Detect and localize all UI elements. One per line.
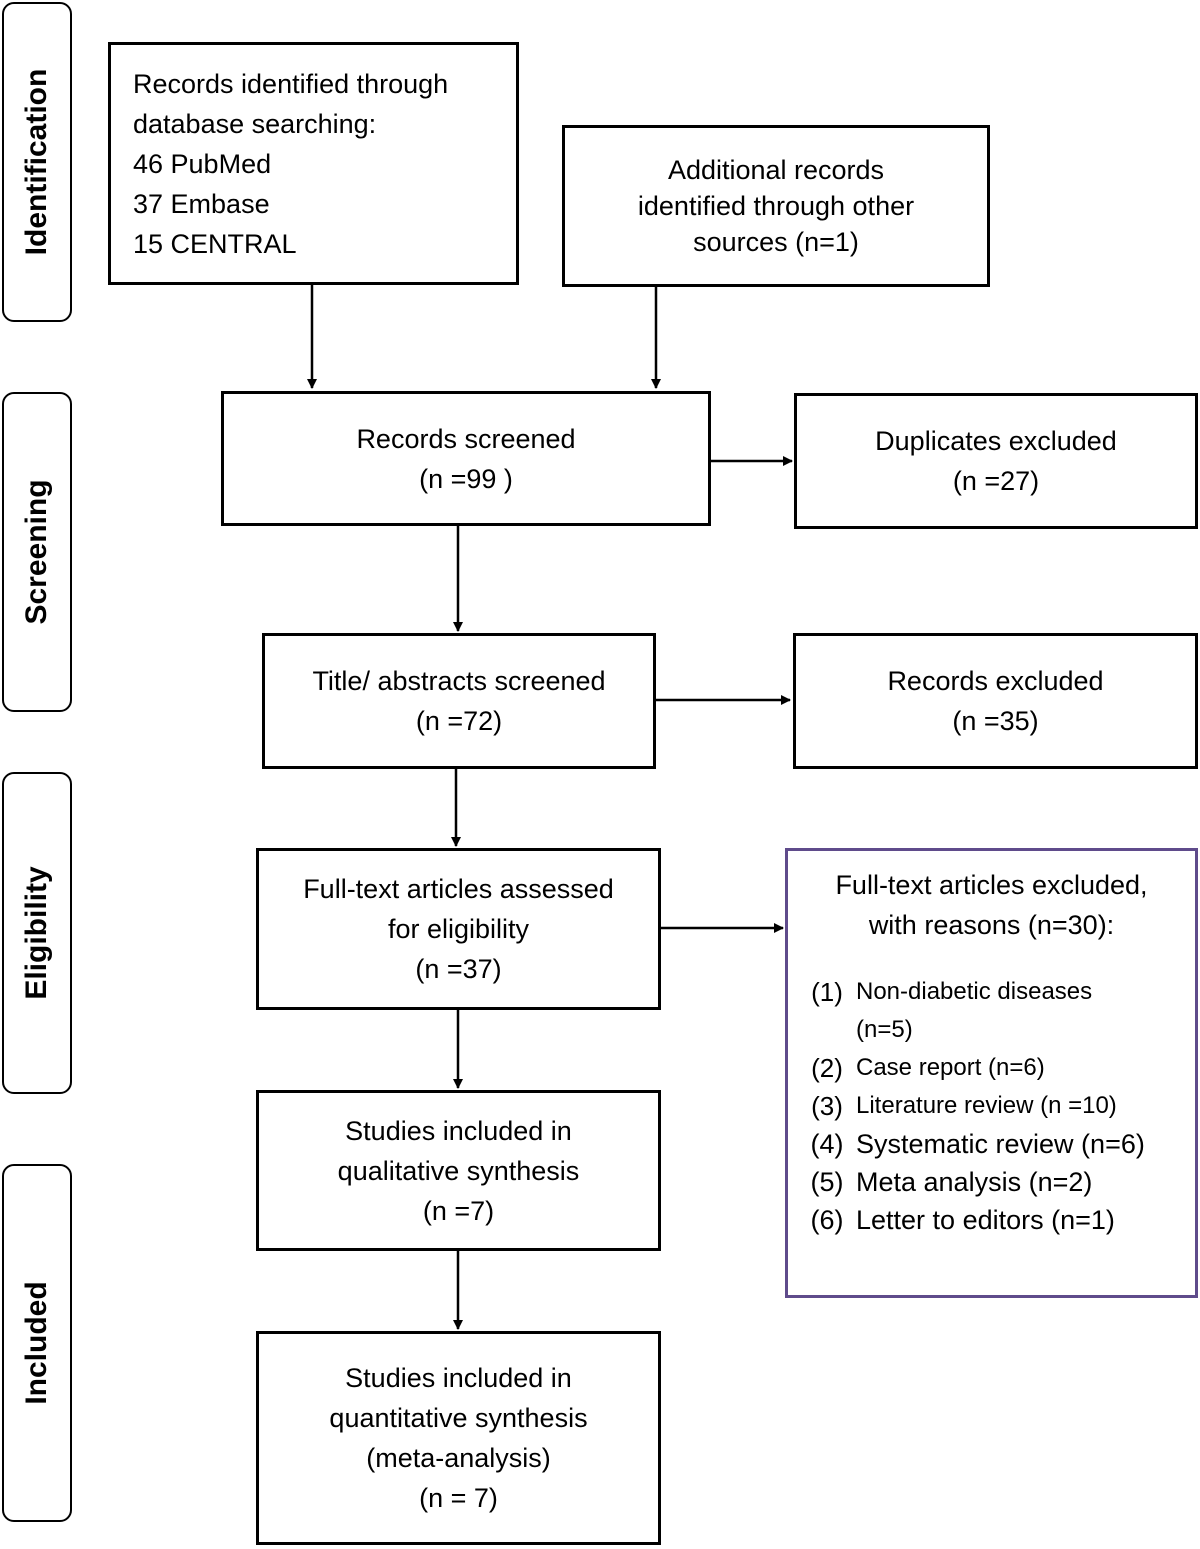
records-screened-line-1: Records screened <box>356 423 576 454</box>
exclusion-reason-number: (1) <box>811 977 843 1007</box>
box-records-screened: Records screened (n =99 ) <box>221 391 711 526</box>
phase-eligibility: Eligibility <box>2 772 72 1094</box>
phase-screening: Screening <box>2 392 72 712</box>
full-text-assessed-line-1: Full-text articles assessed <box>303 874 614 904</box>
records-excluded-line-1: Records excluded <box>887 666 1104 696</box>
box-title-abstracts: Title/ abstracts screened (n =72) <box>262 633 656 769</box>
exclusion-reason-item: (n=5) <box>798 1011 1195 1049</box>
phase-identification: Identification <box>2 2 72 322</box>
exclusion-reason-item: (2) Case report (n=6) <box>798 1049 1195 1087</box>
exclusion-reasons-list: (1) Non-diabetic diseases (n=5) (2) Case… <box>788 973 1195 1239</box>
records-screened-line-2: (n =99 ) <box>419 463 513 494</box>
exclusion-reason-text: Non-diabetic diseases <box>856 978 1093 1005</box>
exclusion-reason-text: Meta analysis (n=2) <box>856 1167 1093 1197</box>
box-quantitative-synthesis: Studies included in quantitative synthes… <box>256 1331 661 1545</box>
database-search-line-4: 37 Embase <box>133 188 270 219</box>
box-database-search: Records identified through database sear… <box>108 42 519 285</box>
duplicates-excluded-line-1: Duplicates excluded <box>875 426 1117 456</box>
records-excluded-line-2: (n =35) <box>952 706 1039 736</box>
exclusion-reason-number: (4) <box>810 1129 844 1159</box>
title-abstracts-line-1: Title/ abstracts screened <box>312 666 606 696</box>
database-search-line-3: 46 PubMed <box>133 148 272 179</box>
database-search-line-1: Records identified through <box>133 68 449 99</box>
box-full-text-assessed: Full-text articles assessed for eligibil… <box>256 848 661 1010</box>
qualitative-line-3: (n =7) <box>422 1195 495 1226</box>
exclusion-reason-item: (3) Literature review (n =10) <box>798 1087 1195 1125</box>
full-text-excluded-line-1: Full-text articles excluded, <box>835 870 1148 900</box>
exclusion-reason-item: (1) Non-diabetic diseases <box>798 973 1195 1011</box>
exclusion-reason-number: (2) <box>811 1053 843 1083</box>
exclusion-reason-item: (6) Letter to editors (n=1) <box>798 1201 1195 1239</box>
quantitative-line-2: quantitative synthesis <box>329 1403 588 1433</box>
box-full-text-excluded: Full-text articles excluded, with reason… <box>785 848 1198 1298</box>
other-sources-line-1: Additional records <box>667 155 885 185</box>
quantitative-line-4: (n = 7) <box>419 1483 498 1513</box>
quantitative-line-1: Studies included in <box>345 1363 572 1393</box>
database-search-line-5: 15 CENTRAL <box>133 228 297 259</box>
duplicates-excluded-line-2: (n =27) <box>952 466 1040 496</box>
other-sources-line-3: sources (n=1) <box>693 227 859 257</box>
exclusion-reason-text: Literature review (n =10) <box>856 1092 1117 1119</box>
exclusion-reason-number: (5) <box>810 1167 844 1197</box>
exclusion-reason-number: (3) <box>811 1091 843 1121</box>
qualitative-line-1: Studies included in <box>345 1115 572 1146</box>
exclusion-reason-item: (5) Meta analysis (n=2) <box>798 1163 1195 1201</box>
title-abstracts-line-2: (n =72) <box>415 706 503 736</box>
box-duplicates-excluded: Duplicates excluded (n =27) <box>794 393 1198 529</box>
box-other-sources: Additional records identified through ot… <box>562 125 990 287</box>
full-text-excluded-line-2: with reasons (n=30): <box>868 910 1115 940</box>
exclusion-reason-text: (n=5) <box>856 1016 913 1043</box>
quantitative-line-3: (meta-analysis) <box>366 1443 551 1473</box>
database-search-line-2: database searching: <box>133 108 377 139</box>
exclusion-reason-text: Letter to editors (n=1) <box>856 1205 1115 1235</box>
full-text-assessed-line-2: for eligibility <box>387 914 530 944</box>
box-records-excluded: Records excluded (n =35) <box>793 633 1198 769</box>
box-qualitative-synthesis: Studies included in qualitative synthesi… <box>256 1090 661 1251</box>
exclusion-reason-text: Systematic review (n=6) <box>856 1129 1145 1159</box>
other-sources-line-2: identified through other <box>637 191 915 221</box>
full-text-assessed-line-3: (n =37) <box>415 954 502 984</box>
exclusion-reason-text: Case report (n=6) <box>856 1054 1045 1081</box>
phase-included: Included <box>2 1164 72 1522</box>
qualitative-line-2: qualitative synthesis <box>337 1155 580 1186</box>
exclusion-reason-number: (6) <box>810 1205 844 1235</box>
exclusion-reason-item: (4) Systematic review (n=6) <box>798 1125 1195 1163</box>
